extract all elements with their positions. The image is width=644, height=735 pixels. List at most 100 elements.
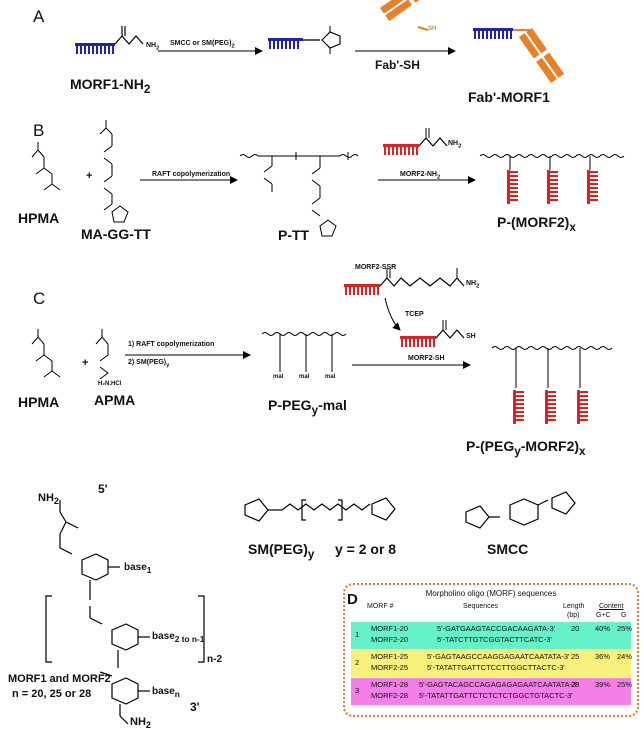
gc-value: 36%	[595, 652, 611, 661]
apma-structure	[95, 329, 109, 380]
hpma-label-b: HPMA	[18, 210, 60, 226]
morf2-amine-b	[383, 128, 448, 155]
mal-3: mal	[325, 374, 336, 380]
length-value: 25	[571, 652, 580, 661]
base1-label: base1	[124, 562, 152, 575]
table-row: 1 MORF1-20 MORF2-20 5'-GATGAAGTACCGACAAG…	[351, 622, 633, 649]
panel-a-reagent: SMCC or SM(PEG)2	[170, 40, 235, 50]
apma-salt: H₂N.HCl	[98, 381, 122, 387]
g-value: 25%	[617, 624, 633, 633]
panel-b-letter: B	[33, 121, 45, 140]
plus-b: +	[86, 170, 93, 182]
morf1-maleimide-a	[268, 26, 341, 54]
morf-name: MORF2-25	[371, 663, 409, 672]
fab-thiol-label: SH	[428, 26, 437, 32]
morf2-ssr-icon	[344, 268, 465, 295]
raft-step-b: RAFT copolymerization	[152, 171, 231, 178]
morf-sequence: 5'-TATCTTGTCGGTACTTCATC-3'	[437, 635, 552, 644]
morf2-ssr-label: MORF2-SSR	[355, 264, 397, 271]
morf-sequence: 5'-TATATTGATTCTCTCTCTGGCTGTACTC-3'	[419, 691, 573, 700]
panel-c-letter: C	[33, 289, 46, 308]
hpma-structure-b	[31, 142, 61, 191]
table-row: 2 MORF1-25 MORF2-25 5'-GAGTAAGCCAAGGAGAA…	[351, 650, 633, 677]
smpeg-note: y = 2 or 8	[335, 541, 397, 557]
p-peg-morf2-label: P-(PEGy-MORF2)x	[466, 438, 586, 458]
three-prime-label: 3'	[190, 700, 200, 714]
header-morf: MORF #	[367, 603, 394, 610]
morf-backbone-structure	[45, 500, 205, 725]
base-mid-label: base2 to n-1	[152, 631, 205, 644]
morf1-comb-a	[75, 26, 144, 54]
smpeg-structure	[244, 497, 396, 522]
smcc-structure	[465, 491, 576, 529]
ma-gg-tt-structure	[99, 120, 129, 223]
hpma-structure-c	[31, 329, 61, 378]
base-n-label: basen	[152, 686, 180, 699]
g-value: 24%	[617, 652, 633, 661]
morf-sequence-table: Morpholino oligo (MORF) sequences MORF #…	[343, 583, 639, 717]
repeat-label: n-2	[207, 654, 222, 665]
p-peg-mal-label: P-PEGy-mal	[268, 397, 347, 417]
amine-b: NH2	[448, 140, 462, 150]
p-morf2-label: P-(MORF2)x	[497, 214, 576, 234]
thiol-c: SH	[466, 333, 476, 340]
morf-sequence: 5'-GAGTACAGCCAGAGAGAGAATCAATATA-3'	[419, 680, 578, 689]
smpeg-step-c: 2) SM(PEG)y	[128, 359, 170, 369]
morf-caption-2: n = 20, 25 or 28	[12, 688, 92, 700]
morf-name: MORF2-28	[371, 691, 409, 700]
header-sequences: Sequences	[463, 603, 499, 610]
panel-a-letter: A	[33, 7, 45, 26]
morf-name: MORF1-25	[371, 652, 409, 661]
plus-c: +	[82, 357, 89, 369]
panel-d-letter: D	[347, 591, 358, 608]
header-content: Content	[599, 603, 624, 610]
fab-sh-label: Fab'-SH	[375, 58, 420, 72]
panel-a-amine: NH2	[146, 42, 160, 52]
length-value: 28	[571, 680, 580, 689]
table-title: Morpholino oligo (MORF) sequences	[425, 589, 557, 598]
smpeg-label: SM(PEG)y	[248, 541, 315, 561]
ptt-structure	[239, 152, 359, 237]
ma-gg-tt-label: MA-GG-TT	[81, 226, 151, 242]
morf-caption-1: MORF1 and MORF2	[8, 673, 111, 685]
table-row: 3 MORF1-28 MORF2-28 5'-GAGTACAGCCAGAGAGA…	[351, 678, 633, 705]
morf2-nh2-reagent: MORF2-NH2	[400, 171, 441, 181]
morf-name: MORF1-20	[371, 624, 409, 633]
header-length-unit: (bp)	[567, 612, 580, 619]
header-g: G	[621, 612, 627, 619]
gc-value: 39%	[595, 680, 611, 689]
smcc-label: SMCC	[487, 541, 529, 557]
length-value: 20	[571, 624, 580, 633]
gc-value: 40%	[595, 624, 611, 633]
fab-morf1-label: Fab'-MORF1	[468, 89, 550, 105]
morf2-sh-icon	[400, 320, 465, 347]
p-morf2-polymer	[479, 154, 625, 204]
p-peg-mal-polymer	[261, 332, 347, 372]
morf-sequence: 5'-TATATTGATTCTCCTTGGCTTACTC-3'	[427, 663, 565, 672]
five-prime-label: 5'	[98, 482, 108, 496]
amide-bottom: NH2	[130, 716, 151, 731]
morf-sequence: 5'-GATGAAGTACCGACAAGATA-3'	[437, 624, 556, 633]
mal-2: mal	[299, 374, 310, 380]
morf-name: MORF2-20	[371, 635, 409, 644]
amide-top: NH2	[38, 492, 59, 507]
morf-sequence: 5'-GAGTAAGCCAAGGAGAATCAATATA-3'	[427, 652, 570, 661]
amine-c: NH2	[466, 280, 480, 290]
header-length: Length	[563, 603, 585, 610]
header-gc: G+C	[596, 612, 611, 619]
p-peg-morf2-polymer	[491, 346, 613, 424]
row-number: 2	[355, 658, 360, 667]
row-number: 3	[355, 686, 360, 695]
fab-sh-icon	[380, 0, 439, 31]
apma-label: APMA	[94, 392, 136, 408]
mal-1: mal	[273, 374, 284, 380]
tcep-label: TCEP	[405, 311, 424, 318]
hpma-label-c: HPMA	[18, 394, 60, 410]
morf2-sh-label: MORF2-SH	[408, 355, 445, 362]
g-value: 25%	[617, 680, 633, 689]
raft-step-c: 1) RAFT copolymerization	[128, 341, 215, 348]
fab-morf1-icon	[473, 28, 565, 84]
morf1-nh2-label: MORF1-NH2	[70, 76, 151, 96]
arrow-tcep	[384, 297, 401, 331]
